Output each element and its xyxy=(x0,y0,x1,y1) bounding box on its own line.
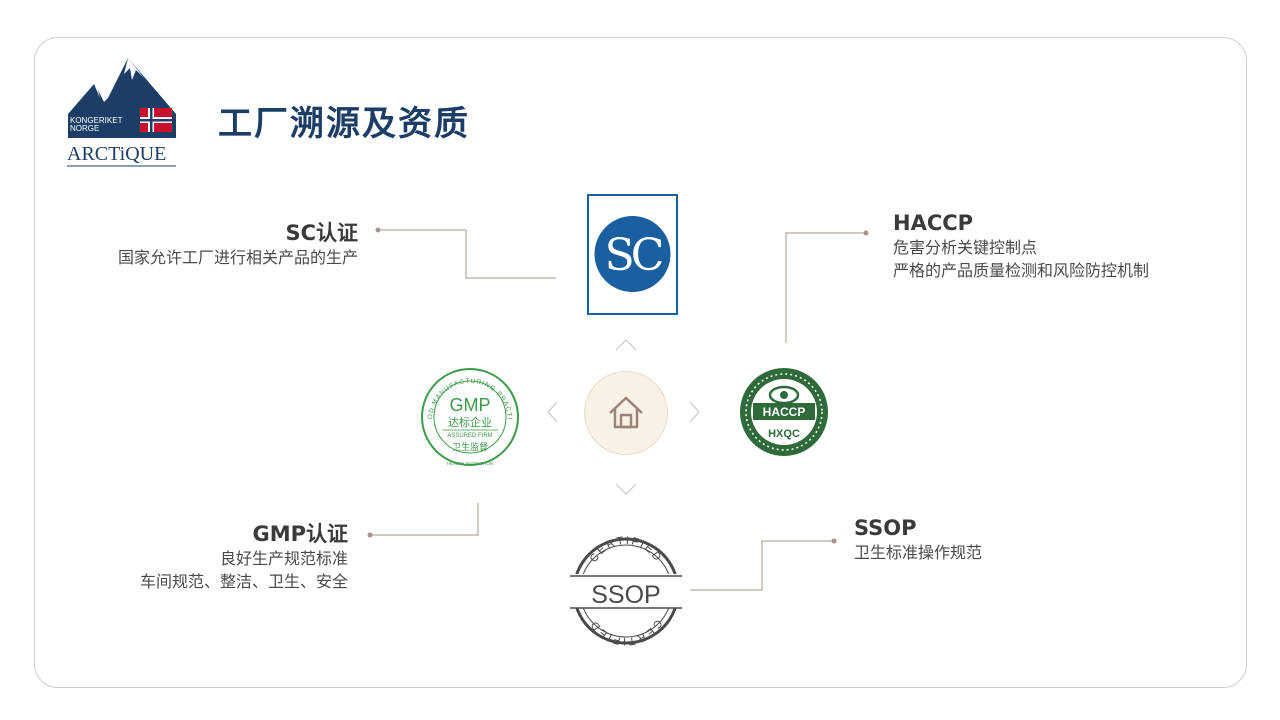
haccp-title: HACCP xyxy=(893,211,974,235)
gmp-desc-1: 良好生产规范标准 xyxy=(219,549,348,568)
logo-line1: KONGERIKET xyxy=(70,116,123,125)
logo-line2: NORGE xyxy=(70,124,99,133)
svg-text:SSOP: SSOP xyxy=(591,581,660,609)
svg-text:ASSURED FIRM: ASSURED FIRM xyxy=(447,433,492,439)
gmp-desc-2: 车间规范、整洁、卫生、安全 xyxy=(139,572,348,591)
svg-text:GMP: GMP xyxy=(449,395,490,415)
chevron-icons xyxy=(547,339,700,495)
svg-text:HACCP: HACCP xyxy=(763,405,806,419)
home-button[interactable] xyxy=(584,371,668,455)
ssop-title: SSOP xyxy=(854,516,917,540)
svg-text:卫生监督: 卫生监督 xyxy=(452,441,488,453)
ssop-badge: CERTIFIED SSOP CERTIFIED xyxy=(570,535,682,647)
logo-brand: ARCTiQUE xyxy=(67,143,166,165)
sc-desc: 国家允许工厂进行相关产品的生产 xyxy=(117,248,358,267)
haccp-badge: HACCP HXQC xyxy=(740,368,828,456)
svg-text:达标企业: 达标企业 xyxy=(448,415,492,429)
svg-text:HXQC: HXQC xyxy=(768,428,800,440)
sc-badge: SC xyxy=(587,194,678,315)
ssop-desc: 卫生标准操作规范 xyxy=(854,543,983,562)
haccp-desc-1: 危害分析关键控制点 xyxy=(893,238,1038,257)
sc-title: SC认证 xyxy=(285,221,358,245)
page-title: 工厂溯源及资质 xyxy=(218,104,470,144)
home-icon xyxy=(609,396,643,429)
svg-text:HEALTH INSPECTION: HEALTH INSPECTION xyxy=(447,461,493,466)
svg-text:SC: SC xyxy=(605,230,663,281)
haccp-desc-2: 严格的产品质量检测和风险防控机制 xyxy=(893,261,1150,280)
gmp-badge: GOOD MANUFACTURING PRACTICE GMP 达标企业 ASS… xyxy=(416,365,519,466)
arctique-logo: KONGERIKET NORGE ARCTiQUE xyxy=(67,58,176,167)
gmp-title: GMP认证 xyxy=(252,522,348,546)
